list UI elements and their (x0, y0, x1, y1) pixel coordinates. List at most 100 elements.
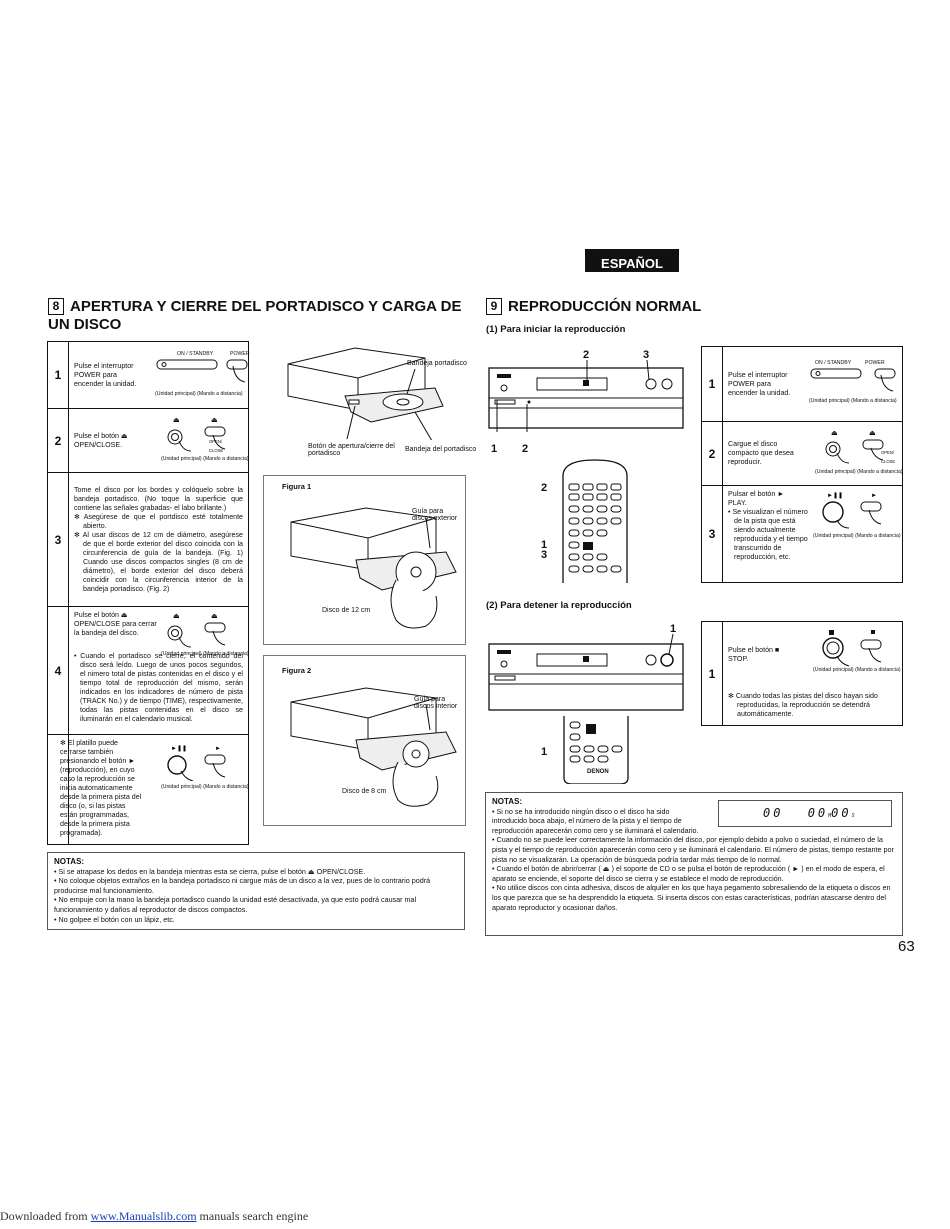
tray-label: Bandeja portadisco (407, 360, 467, 367)
step-number: 2 (47, 408, 69, 473)
cd-player-tray-diagram (287, 347, 444, 440)
step-note: ✻ Al usar discos de 12 cm de diámetro, a… (74, 530, 243, 593)
figure-1-title: Figura 1 (282, 482, 312, 491)
figure-1-disc: Disco de 12 cm (322, 607, 371, 614)
svg-text:►❚❚: ►❚❚ (171, 745, 187, 752)
step-caption: (Unidad principal) (Mando a distancia) (161, 456, 249, 462)
figure-2 (263, 655, 466, 826)
open-close-label: OPEN/ CLOSE (881, 450, 896, 464)
section-8-notes: NOTAS: • Si se atrapase los dedos en la … (47, 852, 465, 930)
step-caption: (Unidad principal) (Mando a distancia) (161, 651, 249, 657)
svg-text:⏏: ⏏ (869, 430, 876, 437)
step-caption: (Unidad principal) (Mando a distancia) (813, 667, 901, 673)
svg-text:►❚❚: ►❚❚ (827, 492, 843, 499)
step-text: Pulse el botón ⏏ OPEN/CLOSE para cerrar … (74, 611, 157, 637)
note-item: • No golpee el botón con un lápiz, etc. (54, 914, 175, 924)
section-9-start-steps: 1 Pulse el interruptor POWER para encend… (701, 346, 903, 583)
remote-brand: DENON (587, 769, 609, 775)
callout: 1 (491, 443, 498, 455)
notes-title: NOTAS: (54, 857, 85, 866)
step-number: 2 (701, 421, 723, 486)
step-note: ✻ Cuando todas las pistas del disco haya… (728, 692, 878, 718)
stop-button-illustration (822, 630, 882, 667)
power-button-illustration (810, 368, 896, 392)
note-item: • Cuando no se puede leer correctamente … (492, 835, 894, 864)
section-number: 9 (486, 298, 502, 315)
section-number: 8 (48, 298, 64, 315)
open-close-button-illustration: ⏏⏏ (825, 430, 884, 464)
language-tab: ESPAÑOL (585, 249, 679, 272)
footer: Downloaded from www.Manualslib.com manua… (0, 1209, 308, 1224)
section-title-text: REPRODUCCIÓN NORMAL (508, 298, 702, 315)
standby-label: ON / STANDBY (815, 360, 852, 366)
note-item: • Si no se ha introducido ningún disco o… (492, 806, 699, 835)
step-bullet: • Se visualizan el número de la pista qu… (728, 508, 808, 561)
step-cell: Cargue el disco compacto que desea repro… (722, 421, 903, 486)
step-caption: (Unidad principal) (Mando a distancia) (809, 398, 897, 404)
open-close-label: Botón de apertura/cierre del portadisco (308, 443, 395, 457)
notes-title: NOTAS: (492, 797, 523, 806)
display-track: 00 (763, 806, 784, 820)
power-label: POWER (230, 351, 250, 357)
step-text: Pulse el botón ⏏ OPEN/CLOSE. (74, 431, 128, 449)
play-button-illustration: ►❚❚► (822, 492, 882, 529)
svg-text:⏏: ⏏ (211, 613, 218, 620)
open-close-label: OPEN/ CLOSE (209, 439, 224, 453)
step-text: ✻ El platillo puede cerrarse también pre… (60, 739, 142, 837)
figure-2-guide: Guía para discos interior (414, 696, 458, 710)
remote-control-stop (563, 716, 629, 784)
open-close-button-illustration: ⏏⏏ (167, 417, 226, 452)
section-title-text: APERTURA Y CIERRE DEL PORTADISCO Y CARGA… (48, 298, 462, 333)
step-text: Tome el disco por los bordes y colóquelo… (74, 485, 243, 512)
figure-1-illustration (290, 507, 457, 629)
figure-2-title: Figura 2 (282, 666, 312, 675)
section-8-steps-table: 1 Pulse el interruptor POWER para encend… (47, 341, 250, 845)
figure-2-disc: Disco de 8 cm (342, 788, 387, 795)
display-m-unit: M (828, 813, 832, 819)
step-cell: Pulse el interruptor POWER para encender… (68, 341, 250, 409)
step-number: 3 (47, 472, 69, 607)
section-9-title: 9 REPRODUCCIÓN NORMAL (486, 298, 786, 316)
subheading-start: (1) Para iniciar la reproducción (486, 324, 626, 335)
step-cell: Pulse el botón ⏏ OPEN/CLOSE. ⏏⏏ OPEN/ CL… (68, 408, 249, 473)
step-number: 1 (47, 341, 69, 409)
display-sec: 00 (831, 806, 852, 820)
standby-label: ON / STANDBY (177, 351, 214, 357)
step-caption: (Unidad principal) (Mando a distancia) (813, 533, 901, 539)
step-text: Pulsar el botón ► PLAY. (728, 490, 785, 507)
callout: 1 (541, 539, 548, 551)
svg-text:⏏: ⏏ (173, 417, 180, 424)
callout: 2 (522, 443, 529, 455)
callout: 1 (670, 623, 677, 635)
step-number: 3 (701, 485, 723, 583)
power-button-illustration (156, 359, 248, 383)
step-cell: ✻ El platillo puede cerrarse también pre… (60, 734, 249, 845)
remote-control (562, 459, 628, 583)
callout: 3 (643, 349, 650, 361)
step-cell: Pulse el botón ■ STOP. (Unidad principal… (722, 621, 903, 726)
page-number: 63 (898, 938, 915, 955)
note-item: • No empuje con la mano la bandeja porta… (54, 895, 417, 914)
footer-link[interactable]: www.Manualslib.com (90, 1209, 197, 1223)
figure-1-guide: Guía para discos exterior (412, 508, 458, 522)
step-cell: Pulsar el botón ► PLAY. • Se visualizan … (722, 485, 903, 583)
step-text: Pulse el interruptor POWER para encender… (74, 361, 137, 388)
section-9-stop-steps: 1 Pulse el botón ■ STOP. (Unidad princip… (701, 621, 903, 726)
tray2-label: Bandeja del portadisco (405, 446, 477, 453)
cd-player-front (488, 360, 684, 432)
open-close-button-illustration: ⏏⏏ (167, 613, 226, 648)
callout: 2 (541, 482, 548, 494)
figure-2-illustration (290, 687, 457, 807)
step-caption: (Unidad principal) (Mando a distancia) (815, 469, 903, 475)
note-item: • Cuando el botón de abrir/cerrar ( ⏏ ) … (492, 864, 885, 883)
display-panel: 00 00M00S (718, 800, 892, 827)
svg-text:⏏: ⏏ (173, 613, 180, 620)
svg-text:►: ► (215, 746, 221, 752)
step-text: Pulse el botón ■ STOP. (728, 646, 780, 663)
note-item: • Si se atrapase los dedos en la bandeja… (54, 866, 366, 876)
step-caption: (Unidad principal) (Mando a distancia) (161, 784, 249, 790)
step-text: Cargue el disco compacto que desea repro… (728, 440, 794, 466)
display-min: 00 (807, 806, 829, 820)
svg-text:⏏: ⏏ (211, 417, 218, 424)
